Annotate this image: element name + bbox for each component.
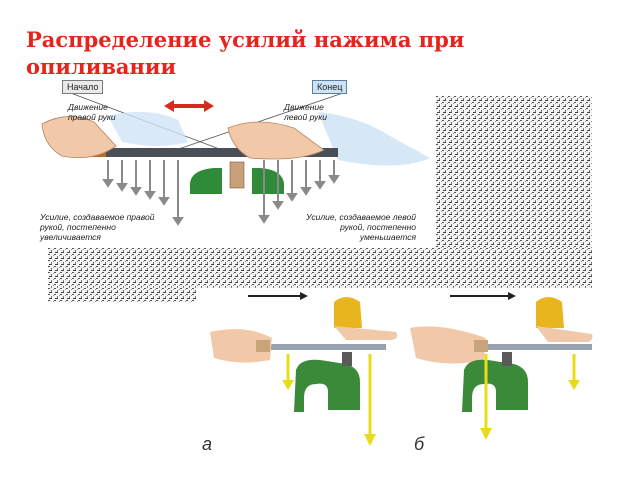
workpiece xyxy=(229,161,245,189)
right-hand-a xyxy=(210,329,272,363)
label-b: б xyxy=(414,434,425,454)
left-hand-b xyxy=(536,326,593,342)
noise-strip xyxy=(48,288,196,302)
right-force-caption: Усилие, создаваемое правой рукой, постеп… xyxy=(40,212,155,242)
right-hand xyxy=(41,116,117,159)
right-hand-b xyxy=(410,326,486,364)
filing-diagram xyxy=(41,91,430,226)
file-blade xyxy=(98,148,338,157)
start-label: Начало xyxy=(62,80,104,94)
noise-block-right xyxy=(436,96,592,248)
left-force-caption: Усилие, создаваемое левой рукой, постепе… xyxy=(306,212,416,242)
left-force-arrows xyxy=(258,160,340,224)
vise-b xyxy=(462,359,528,412)
file-a xyxy=(266,344,386,350)
filing-positions-diagram xyxy=(210,292,593,446)
left-hand xyxy=(227,121,325,160)
motion-double-arrow xyxy=(164,100,214,112)
top-illustration: Начало Конец Движение правой руки Движен… xyxy=(38,76,436,248)
left-hand-motion-label: Движение левой руки xyxy=(284,102,328,122)
vise-jaw-left xyxy=(189,168,222,194)
right-force-arrows xyxy=(102,160,184,226)
vise-a xyxy=(294,359,360,412)
slide-title: Распределение усилий нажима при опиливан… xyxy=(26,27,465,74)
figure-a xyxy=(210,297,398,446)
end-label: Конец xyxy=(312,80,348,94)
noise-band xyxy=(48,248,592,288)
ghost-hand-left xyxy=(318,112,430,166)
ghost-hand-right xyxy=(108,111,188,146)
label-a: а xyxy=(202,434,213,454)
right-hand-motion-label: Движение правой руки xyxy=(68,102,116,122)
file-b xyxy=(468,344,592,350)
glove-b xyxy=(536,297,564,328)
figure-b xyxy=(410,297,593,440)
handle-a xyxy=(256,340,270,352)
left-hand-a xyxy=(334,326,398,340)
glove-a xyxy=(334,297,362,328)
handle-b xyxy=(474,340,488,352)
bottom-illustration: а б xyxy=(196,288,596,460)
vise-jaw-right xyxy=(252,168,285,194)
